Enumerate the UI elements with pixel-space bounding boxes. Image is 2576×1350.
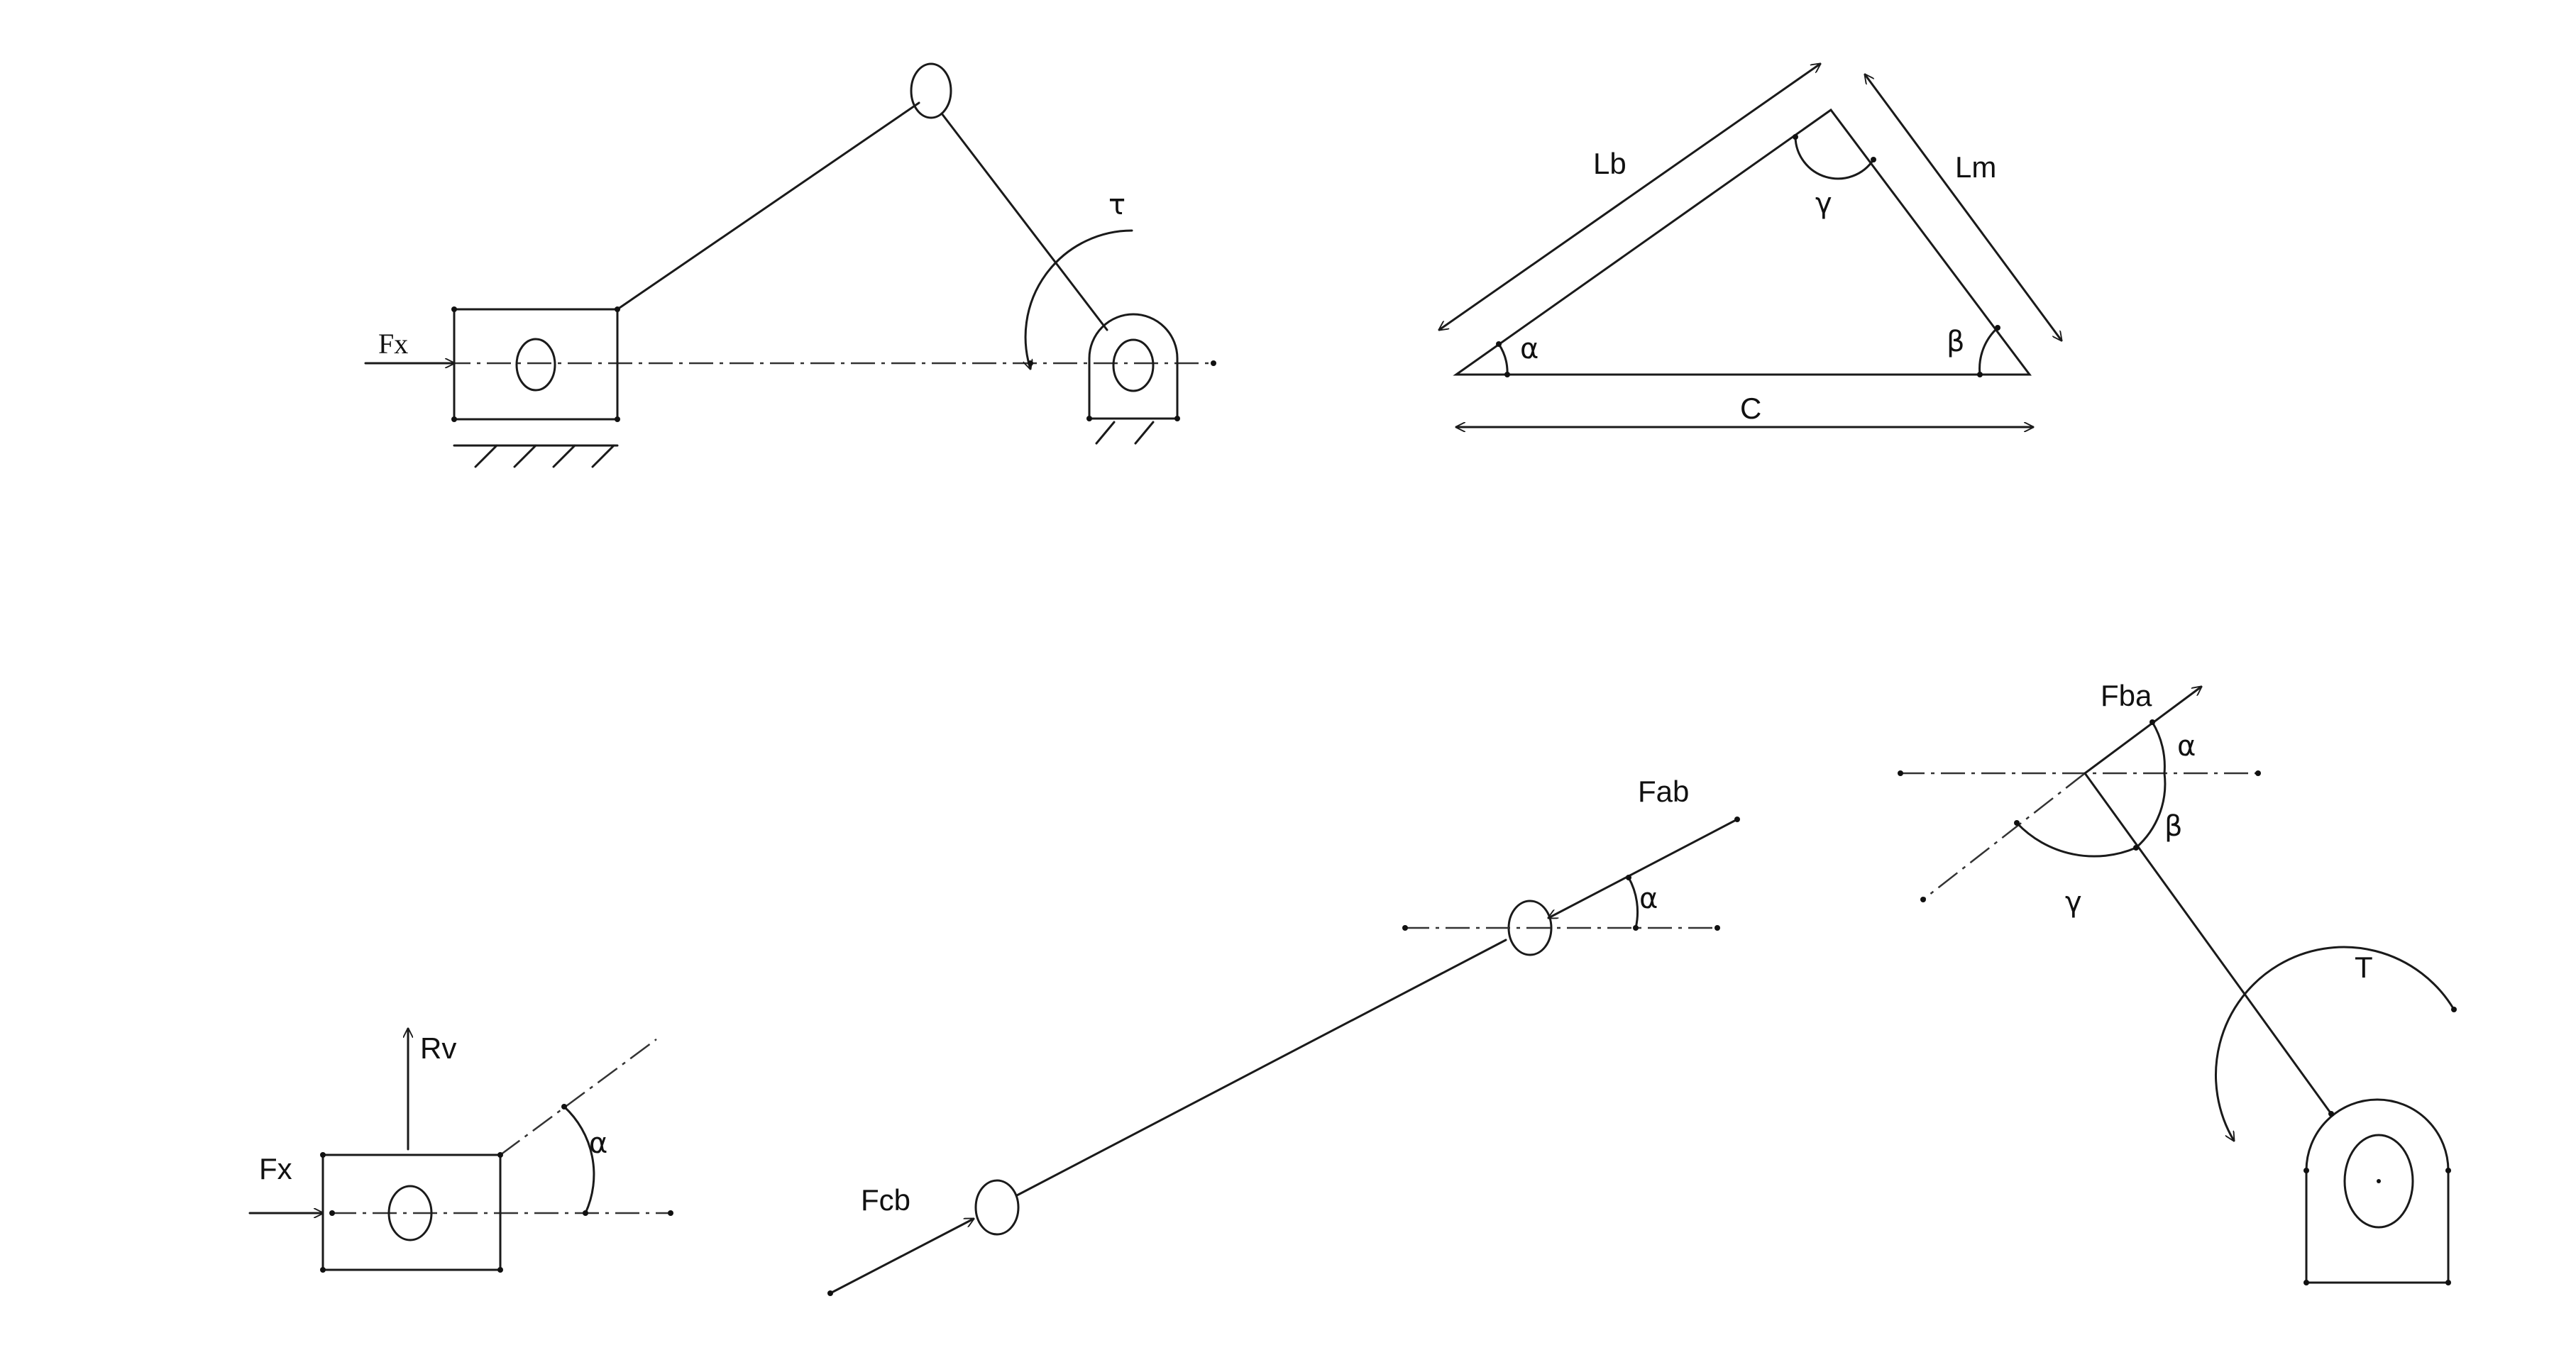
angle-gamma-arc — [1794, 135, 1875, 180]
slider-fbd-rod-line — [500, 1038, 657, 1156]
triangle-geometry: Lb Lm C α β γ — [1439, 64, 2062, 427]
crank-fbd-force-label: Fba — [2101, 679, 2152, 712]
angle-alpha-arc — [1497, 343, 1509, 376]
linkage-force-label: Fx — [378, 328, 408, 360]
linkage-schematic: Fx τ — [364, 62, 1216, 468]
side-lm-label: Lm — [1955, 150, 1996, 184]
slider-fbd-force-label: Fx — [259, 1152, 292, 1185]
slider-fbd: Fx Rv α — [248, 1027, 673, 1273]
base-c-label: C — [1740, 392, 1761, 425]
crank-fbd-support — [2305, 1098, 2450, 1284]
crank-fbd-torque-arc — [2215, 946, 2455, 1141]
slider-block — [453, 308, 619, 421]
crank-fbd-extension — [1922, 773, 2086, 900]
torque-label: τ — [1108, 189, 1125, 221]
crank-support — [1088, 313, 1179, 420]
crank-fbd-alpha-arc — [2151, 721, 2166, 775]
crank-fbd-force-arrow — [2084, 687, 2201, 775]
rod-fbd-angle-arc — [1627, 876, 1639, 929]
crank-arm — [940, 112, 1108, 331]
crank-fbd-alpha-label: α — [2177, 730, 2196, 763]
slider-pin — [515, 338, 556, 392]
dimension-lm — [1865, 74, 2062, 341]
crank-fbd: Fba α β γ T — [1898, 679, 2457, 1285]
torque-arc — [1025, 229, 1133, 369]
crank-fbd-arm — [2084, 772, 2333, 1115]
rod-fbd-force-bottom-label: Fcb — [861, 1183, 910, 1217]
angle-beta-label: β — [1947, 326, 1965, 358]
triangle-points — [1496, 134, 2000, 377]
crank-fbd-torque-label: T — [2355, 951, 2373, 984]
dimension-lb — [1439, 64, 1820, 330]
slider-fbd-points — [320, 1104, 673, 1273]
slider-fbd-reaction-label: Rv — [420, 1031, 456, 1065]
connecting-rod — [616, 101, 920, 311]
slider-fbd-angle-label: α — [589, 1127, 607, 1160]
crank-fbd-beta-arc — [2135, 772, 2167, 849]
rod-fbd-joint-bottom — [974, 1179, 1020, 1236]
angle-gamma-label: γ — [1815, 187, 1832, 220]
crank-fbd-pivot — [2343, 1134, 2414, 1229]
crank-ground-hatch — [1095, 421, 1155, 445]
rod-crank-joint — [910, 62, 952, 119]
slider-fbd-angle-arc — [563, 1105, 595, 1215]
rod-fbd-angle-label: α — [1639, 883, 1658, 915]
rod-fbd-force-bottom-arrow — [829, 1219, 974, 1295]
crank-fbd-gamma-arc — [2015, 821, 2137, 858]
triangle-outline — [1453, 108, 2032, 376]
crank-fbd-points — [1898, 719, 2457, 1285]
side-lb-label: Lb — [1593, 147, 1626, 180]
angle-alpha-label: α — [1520, 333, 1539, 365]
slider-fbd-pin — [387, 1185, 433, 1241]
rod-fbd-link — [1015, 939, 1507, 1197]
slider-fbd-block — [321, 1153, 502, 1271]
crank-fbd-beta-label: β — [2164, 810, 2183, 843]
crank-fbd-gamma-label: γ — [2065, 886, 2082, 919]
rod-fbd: Fcb Fab α — [827, 775, 1740, 1296]
crank-pivot — [1112, 338, 1155, 392]
rod-fbd-force-top-label: Fab — [1638, 775, 1689, 808]
rod-fbd-force-top-arrow — [1548, 818, 1739, 918]
linkage-points — [451, 306, 1216, 422]
angle-beta-arc — [1978, 326, 1999, 376]
slider-ground-hatch — [474, 444, 615, 468]
rod-fbd-points — [827, 817, 1740, 1296]
